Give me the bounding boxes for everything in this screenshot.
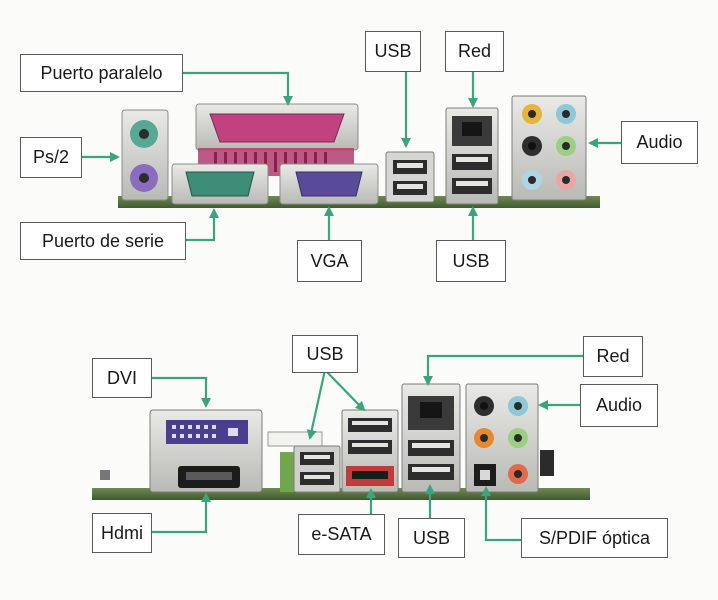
usb-stack-middle <box>280 445 341 493</box>
arrow-hdmi <box>152 492 211 534</box>
label-usb-top: USB <box>365 31 421 72</box>
label-red-top: Red <box>445 31 504 72</box>
label-dvi: DVI <box>92 358 152 398</box>
ps2-ports <box>121 109 169 201</box>
audio-jacks-top <box>511 95 587 201</box>
label-spdif-optica: S/PDIF óptica <box>521 518 668 558</box>
arrow-dvi <box>152 376 211 408</box>
label-audio-bottom: Audio <box>580 384 658 427</box>
arrow-parallel <box>183 71 293 106</box>
label-vga: VGA <box>297 240 362 282</box>
vga-port <box>279 163 379 205</box>
label-red-bottom: Red <box>583 336 643 377</box>
bottom-panel <box>92 354 590 542</box>
arrow-serial <box>186 208 219 242</box>
lan-usb-stack-bottom <box>401 383 461 493</box>
dvi-hdmi-block <box>149 409 263 493</box>
usb-esata-stack <box>341 409 399 493</box>
label-esata: e-SATA <box>298 514 385 555</box>
label-usb-bottom-top: USB <box>292 335 358 373</box>
label-audio-top: Audio <box>621 121 698 164</box>
top-panel <box>82 71 621 242</box>
usb-port-stack-top <box>385 151 435 203</box>
label-usb-bottom: USB <box>398 518 465 558</box>
parallel-port <box>195 103 359 176</box>
lan-usb-stack <box>445 107 499 205</box>
label-ps2: Ps/2 <box>20 137 82 178</box>
arrow-spdif <box>481 486 521 542</box>
label-puerto-paralelo: Puerto paralelo <box>20 54 183 92</box>
label-puerto-serie: Puerto de serie <box>20 222 186 260</box>
label-hdmi: Hdmi <box>92 513 152 553</box>
serial-port <box>171 163 269 205</box>
arrow-usb-bottom-left <box>306 369 327 440</box>
arrow-usb-bottom-right <box>324 369 366 412</box>
arrow-red-bottom <box>423 354 583 386</box>
audio-spdif-stack <box>465 383 539 493</box>
label-usb-bottom-top: USB <box>436 240 506 282</box>
